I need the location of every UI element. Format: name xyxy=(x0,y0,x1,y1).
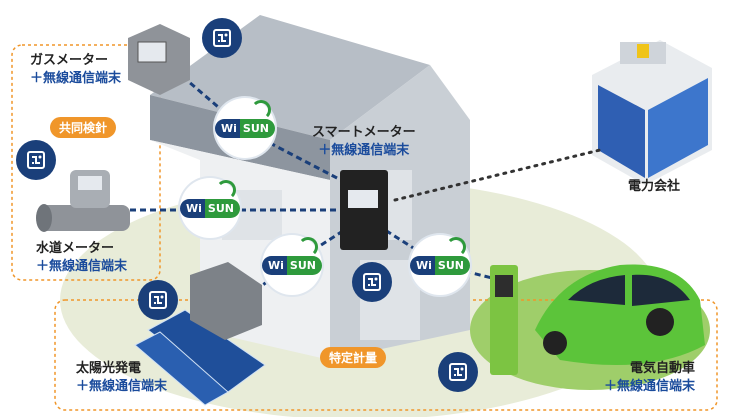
water-meter-label: 水道メーター ＋無線通信端末 xyxy=(36,240,127,276)
shared-reading-group xyxy=(11,44,161,281)
wisun-wi-text: Wi xyxy=(410,255,435,275)
solar-title: 太陽光発電 xyxy=(76,361,142,376)
power-line-link xyxy=(393,148,602,202)
gas-meter-device xyxy=(128,24,190,95)
ev-terminal: ＋無線通信端末 xyxy=(604,379,696,394)
ev-charger xyxy=(490,265,518,375)
wisun-sun-text: SUN xyxy=(204,198,240,218)
wisun-wi-text: Wi xyxy=(215,118,240,138)
signal-icon xyxy=(298,237,318,257)
gas-meter-label: ガスメーター ＋無線通信端末 xyxy=(30,52,121,88)
signal-icon xyxy=(446,237,466,257)
power-company-building xyxy=(592,40,712,185)
wisun-wi-text: Wi xyxy=(180,198,205,218)
ev-label: 電気自動車 ＋無線通信端末 xyxy=(604,360,695,396)
smart-meter-title: スマートメーター xyxy=(312,125,416,140)
smart-meter-label: スマートメーター ＋無線通信端末 xyxy=(312,124,416,160)
signal-icon xyxy=(251,100,271,120)
signal-icon xyxy=(216,180,236,200)
circuit-module-icon xyxy=(202,18,242,58)
shared-reading-badge: 共同検針 xyxy=(50,117,117,138)
water-meter-title: 水道メーター xyxy=(36,241,115,256)
circuit-module-icon xyxy=(16,140,56,180)
ev-title: 電気自動車 xyxy=(630,361,696,376)
smart-meter-terminal: ＋無線通信端末 xyxy=(318,143,410,158)
solar-label: 太陽光発電 ＋無線通信端末 xyxy=(76,360,167,396)
solar-panels xyxy=(134,262,266,406)
circuit-module-icon xyxy=(352,262,392,302)
wisun-wi-text: Wi xyxy=(262,255,287,275)
wisun-sun-text: SUN xyxy=(286,255,322,275)
specific-measurement-badge: 特定計量 xyxy=(320,347,387,368)
water-meter-device xyxy=(36,170,130,232)
smart-meter-device xyxy=(340,170,388,250)
circuit-module-icon xyxy=(438,352,478,392)
gas-meter-title: ガスメーター xyxy=(30,53,109,68)
gas-meter-terminal: ＋無線通信端末 xyxy=(30,71,122,86)
wisun-sun-text: SUN xyxy=(239,118,275,138)
solar-terminal: ＋無線通信端末 xyxy=(76,379,168,394)
electric-car xyxy=(535,264,705,365)
power-company-label: 電力会社 xyxy=(628,179,681,194)
wisun-sun-text: SUN xyxy=(434,255,470,275)
circuit-module-icon xyxy=(138,280,178,320)
water-meter-terminal: ＋無線通信端末 xyxy=(36,259,128,274)
